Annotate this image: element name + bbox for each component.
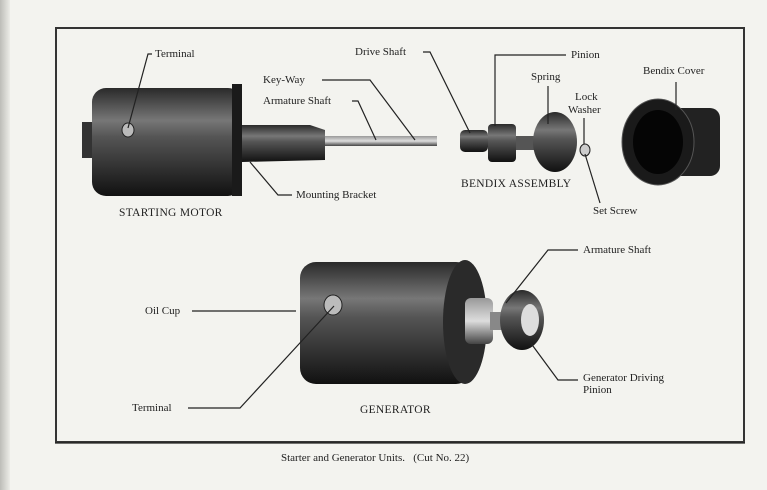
label-bendix-cover: Bendix Cover (643, 65, 705, 77)
label-washer: Washer (568, 104, 601, 116)
label-motor-terminal: Terminal (155, 48, 195, 60)
label-lock: Lock (575, 91, 598, 103)
title-generator: GENERATOR (360, 404, 431, 416)
label-generator-terminal: Terminal (132, 402, 172, 414)
leader-lines (55, 51, 745, 444)
figure-caption: Starter and Generator Units. (Cut No. 22… (281, 452, 470, 464)
label-set-screw: Set Screw (593, 205, 638, 217)
label-generator-armature-shaft: Armature Shaft (583, 244, 652, 256)
label-drive-shaft: Drive Shaft (355, 46, 407, 58)
label-key-way: Key-Way (263, 74, 305, 86)
title-bendix-assembly: BENDIX ASSEMBLY (461, 178, 572, 190)
starting-motor-drawing (82, 84, 437, 196)
label-motor-armature-shaft: Armature Shaft (263, 95, 332, 107)
label-generator-pinion: Pinion (583, 384, 612, 396)
bendix-assembly-drawing (460, 112, 591, 172)
label-pinion: Pinion (571, 49, 600, 61)
label-spring: Spring (531, 71, 561, 83)
title-starting-motor: STARTING MOTOR (119, 207, 223, 219)
label-oil-cup: Oil Cup (145, 305, 181, 317)
figure-frame (55, 27, 745, 443)
page-edge-shadow (0, 0, 10, 490)
bendix-cover-drawing (621, 98, 720, 186)
label-mounting-bracket: Mounting Bracket (296, 189, 377, 201)
generator-drawing (300, 260, 544, 384)
label-generator-driving: Generator Driving (583, 372, 664, 384)
